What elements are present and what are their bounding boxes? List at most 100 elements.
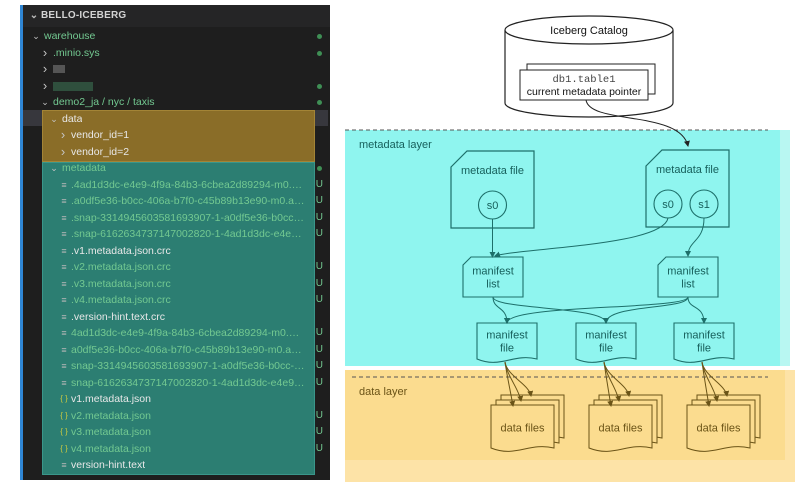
data-file-sheet <box>686 404 751 452</box>
manifest-list-shape <box>462 256 524 298</box>
snapshot-label: s1 <box>698 199 710 211</box>
data-layer-label: data layer <box>359 386 408 398</box>
tree-file[interactable]: ≡snap-3314945603581693907-1-a0df5e36-b0c… <box>23 358 328 375</box>
tree-folder[interactable]: ›vendor_id=1 <box>23 127 328 144</box>
tree-folder[interactable]: ›vendor_id=2 <box>23 144 328 161</box>
chevron-right-icon[interactable]: › <box>42 77 48 93</box>
tree-file[interactable]: ≡.version-hint.text.crc <box>23 309 328 326</box>
json-file-icon: { } <box>60 427 68 436</box>
metadata-file-label: metadata file <box>461 165 524 177</box>
git-status-badge: U <box>315 376 323 388</box>
manifest-file-shape <box>476 322 538 363</box>
chevron-down-icon: ⌄ <box>29 10 39 21</box>
tree-file[interactable]: { }v1.metadata.json <box>23 391 328 408</box>
table-name: db1.table1 <box>552 74 615 86</box>
git-status-badge: U <box>315 211 323 223</box>
tree-folder[interactable]: ⌄data <box>23 111 328 128</box>
data-file-sheet <box>588 404 653 452</box>
chevron-right-icon[interactable]: › <box>60 127 66 142</box>
manifest-list-label: manifest <box>667 266 709 278</box>
manifest-file-label: manifest <box>683 330 725 342</box>
metadata-file-label: metadata file <box>656 164 719 176</box>
manifest-file-to-data-file-edge <box>504 361 534 397</box>
data-files-label: data files <box>598 423 643 435</box>
tree-file[interactable]: ≡.snap-6162634737147002820-1-4ad1d3dc-e4… <box>23 226 328 243</box>
modified-dot-icon <box>317 166 322 171</box>
manifest-file-shape <box>575 322 637 363</box>
chevron-down-icon[interactable]: ⌄ <box>50 113 58 124</box>
tree-folder[interactable]: › <box>23 61 328 78</box>
git-status-badge: U <box>315 261 323 272</box>
text-file-icon: ≡ <box>61 311 67 322</box>
tree-file[interactable]: ≡.v1.metadata.json.crc <box>23 243 328 260</box>
catalog-pointer-arrow <box>585 99 690 147</box>
metadata-folder-highlight <box>42 162 315 475</box>
json-file-icon: { } <box>60 443 68 453</box>
chevron-down-icon[interactable]: ⌄ <box>50 163 58 173</box>
tree-file[interactable]: ≡version-hint.text <box>23 457 328 474</box>
edges <box>489 217 730 407</box>
git-status-badge: U <box>315 277 323 289</box>
text-file-icon: ≡ <box>61 295 67 305</box>
file-explorer: ⌄BELLO-ICEBERG ⌄warehouse›.minio.sys››⌄d… <box>20 5 330 480</box>
text-file-icon: ≡ <box>61 262 67 272</box>
metadata-file-shape <box>645 149 730 228</box>
chevron-right-icon[interactable]: › <box>42 44 48 60</box>
metadata-file: metadata file s0 s1 <box>645 149 730 228</box>
manifest-list-label: manifest <box>472 266 514 278</box>
git-status-badge: U <box>315 178 323 190</box>
redacted-name <box>53 65 65 73</box>
git-status-badge: U <box>315 294 323 305</box>
metadata-file-shape <box>450 150 535 229</box>
json-file-icon: { } <box>60 410 68 420</box>
tree-file[interactable]: ≡a0df5e36-b0cc-406a-b7f0-c45b89b13e90-m0… <box>23 342 328 359</box>
modified-dot-icon <box>317 83 322 89</box>
manifest-file-label: manifest <box>486 330 528 342</box>
chevron-down-icon[interactable]: ⌄ <box>32 31 40 41</box>
tree-folder[interactable]: ⌄demo2_ja / nyc / taxis <box>23 94 328 111</box>
tree-folder[interactable]: ⌄metadata <box>23 160 328 177</box>
git-status-badge: U <box>315 228 323 239</box>
manifest-file-label: file <box>697 343 711 355</box>
selection-gutter <box>315 110 328 126</box>
snapshot-label: s0 <box>662 199 674 211</box>
chevron-right-icon[interactable]: › <box>42 61 48 76</box>
tree-file[interactable]: ≡snap-6162634737147002820-1-4ad1d3dc-e4e… <box>23 375 328 392</box>
tree-file[interactable]: ≡4ad1d3dc-e4e9-4f9a-84b3-6cbea2d89294-m0… <box>23 325 328 342</box>
git-status-badge: U <box>315 442 323 454</box>
git-status-badge: U <box>315 426 323 437</box>
tree-file[interactable]: ≡.4ad1d3dc-e4e9-4f9a-84b3-6cbea2d89294-m… <box>23 177 328 194</box>
explorer-header[interactable]: ⌄BELLO-ICEBERG <box>23 5 330 27</box>
text-file-icon: ≡ <box>61 278 67 289</box>
redacted-name <box>53 81 93 91</box>
text-file-icon: ≡ <box>61 361 67 371</box>
git-status-badge: U <box>315 360 323 371</box>
metadata-layer-label: metadata layer <box>359 139 432 151</box>
git-status-badge: U <box>315 327 323 338</box>
chevron-right-icon[interactable]: › <box>60 143 66 159</box>
tree-file[interactable]: ≡.snap-3314945603581693907-1-a0df5e36-b0… <box>23 210 328 227</box>
manifest-file-label: manifest <box>585 330 627 342</box>
manifest-list-to-manifest-file-edge <box>504 296 689 324</box>
tree-folder[interactable]: › <box>23 78 328 95</box>
chevron-down-icon[interactable]: ⌄ <box>41 97 49 107</box>
tree-file[interactable]: ≡.a0df5e36-b0cc-406a-b7f0-c45b89b13e90-m… <box>23 193 328 210</box>
tree-folder[interactable]: ⌄warehouse <box>23 28 328 45</box>
tree-folder[interactable]: ›.minio.sys <box>23 45 328 62</box>
text-file-icon: ≡ <box>61 460 67 470</box>
